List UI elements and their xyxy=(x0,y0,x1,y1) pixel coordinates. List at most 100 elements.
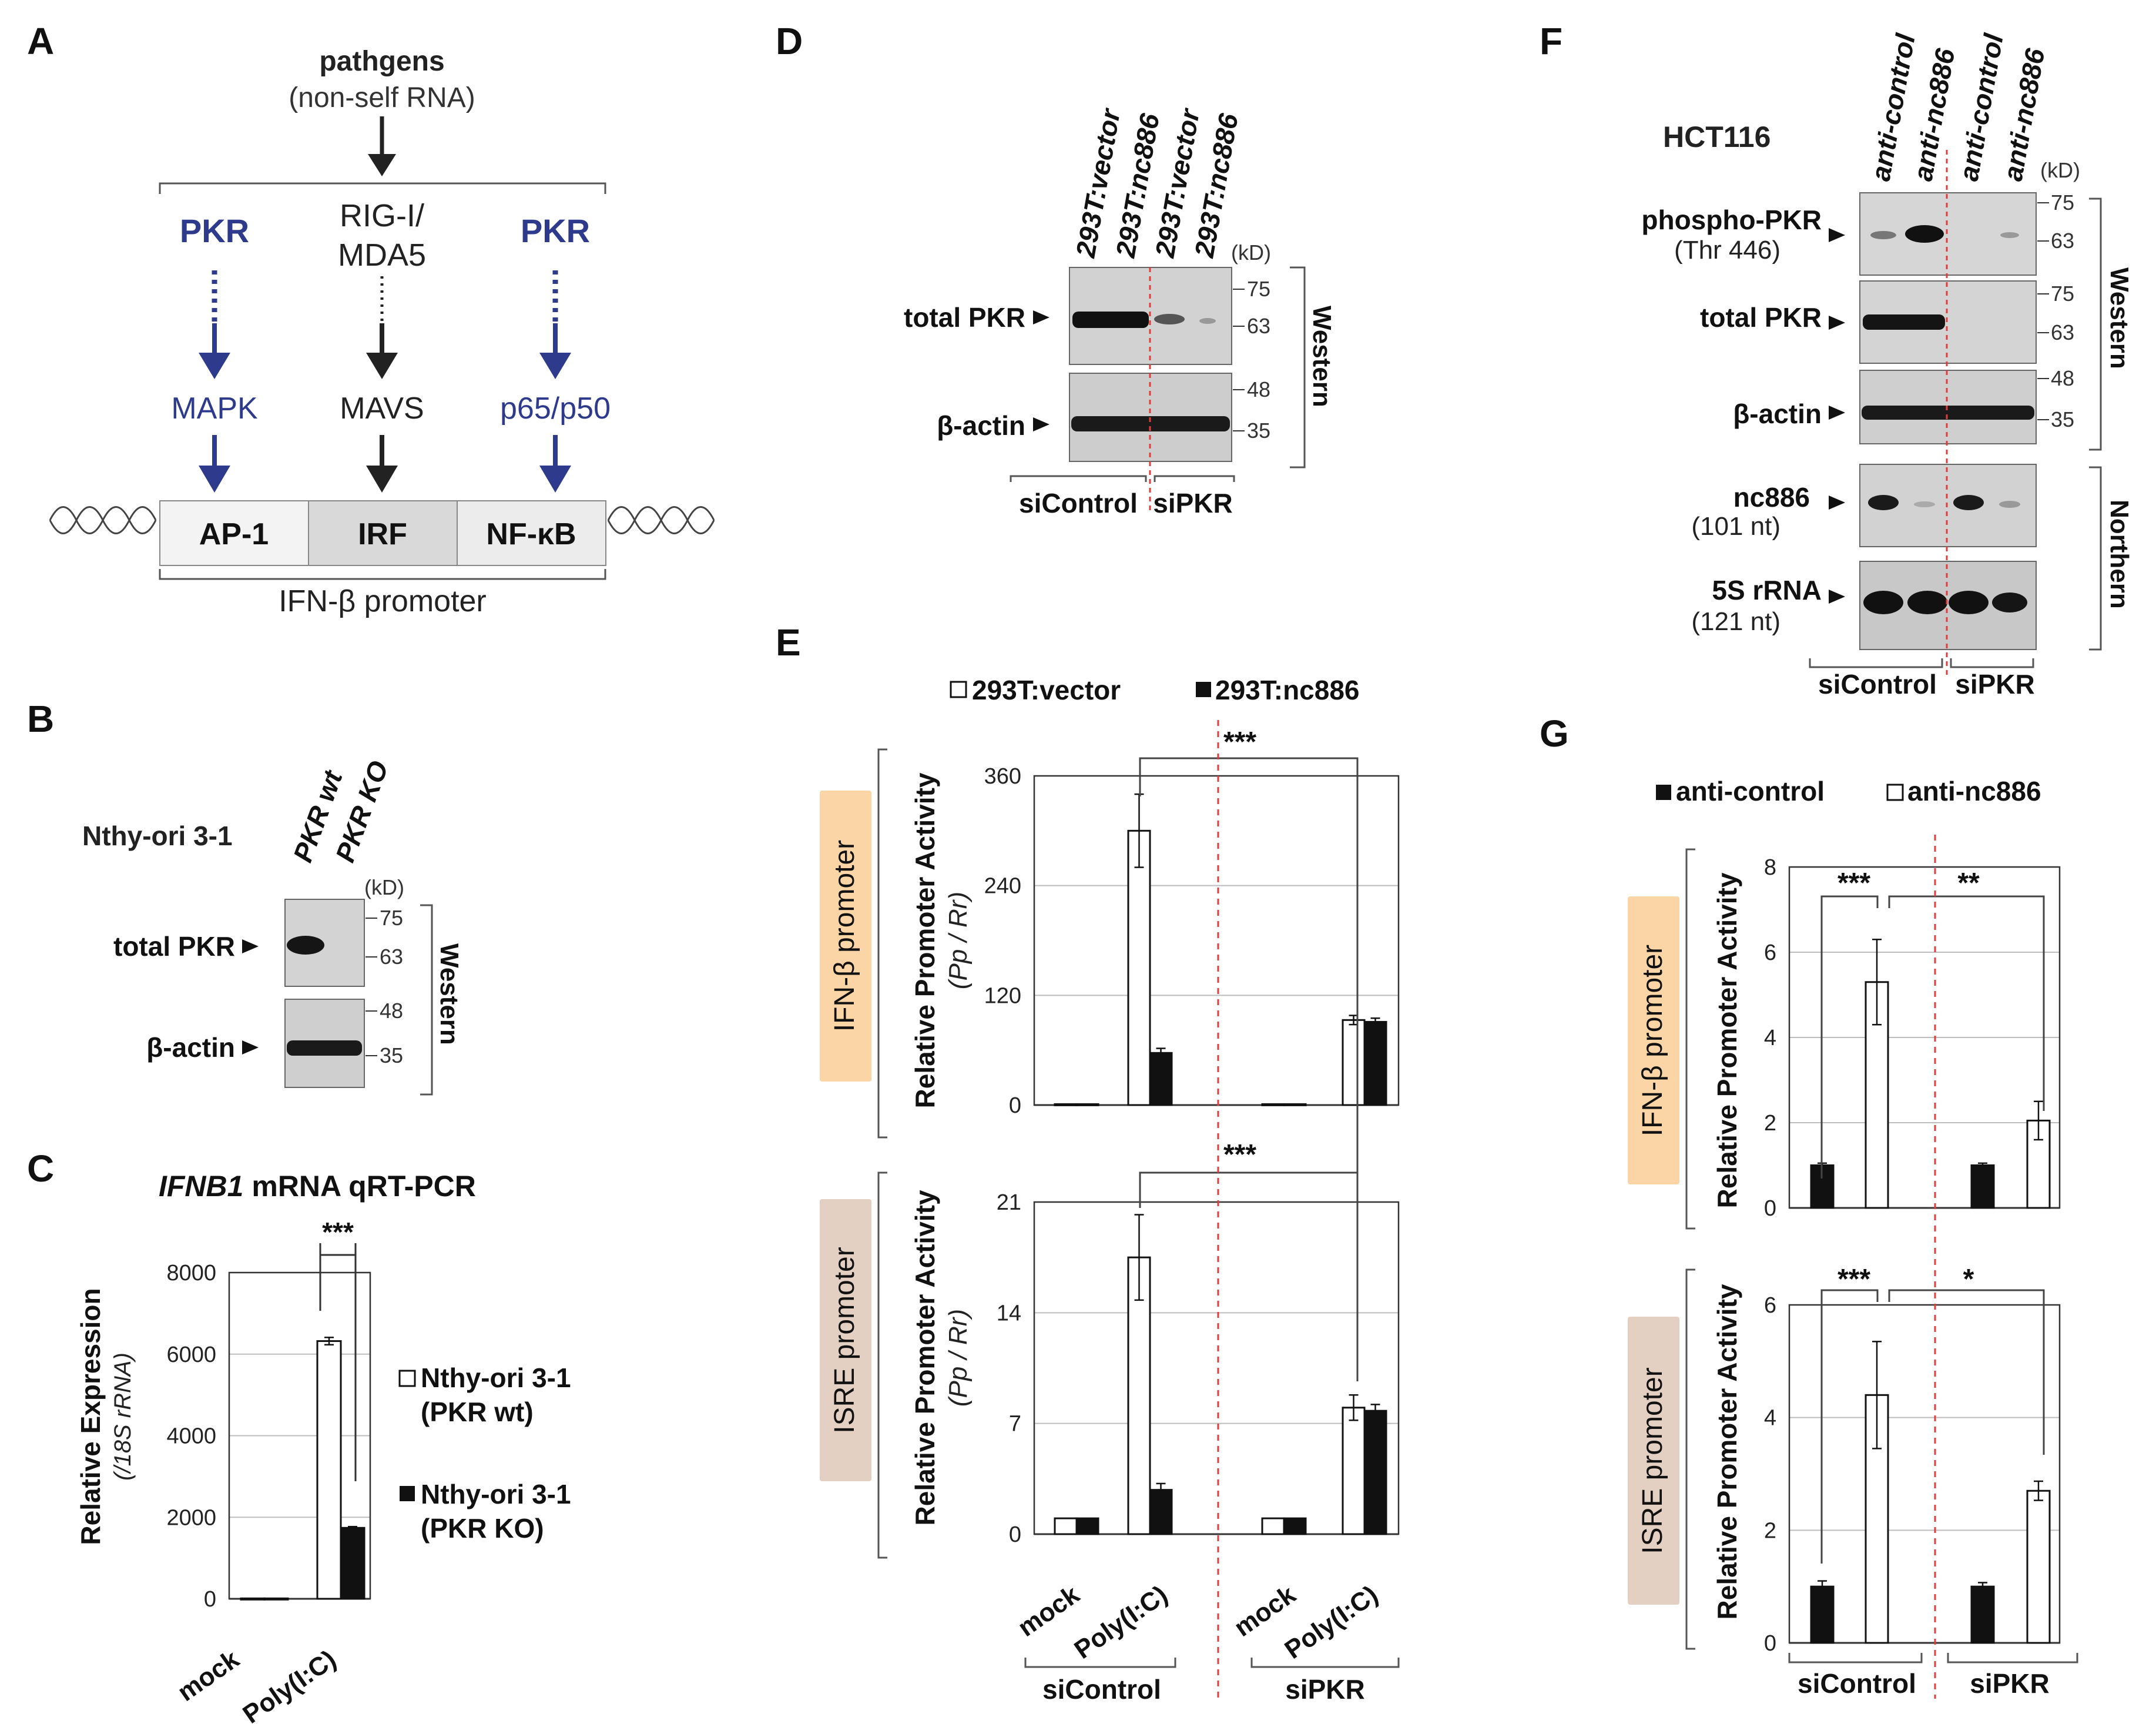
pathogens-label: pathgens xyxy=(319,46,444,77)
error-bar xyxy=(1134,1214,1144,1301)
d-band-pkr-1 xyxy=(1072,312,1149,328)
bar xyxy=(1261,1517,1285,1535)
e-bottom-ylabel: Relative Promoter Activity xyxy=(910,1190,940,1525)
e-x-mock-1: mock xyxy=(1012,1580,1085,1642)
panel-c-chart: IFNB1 mRNA qRT-PCR Relative Expression (… xyxy=(75,1170,571,1724)
e-top-sig-bracket xyxy=(1139,757,1359,1246)
error-bar xyxy=(1818,1580,1827,1593)
error-bar xyxy=(1156,1482,1166,1497)
plot-frame xyxy=(1788,866,2061,1209)
top-arrow xyxy=(368,116,396,176)
g-sicontrol-bracket xyxy=(1788,1653,1923,1663)
panel-e-charts: 293T:vector 293T:nc886 IFN-β promoter IS… xyxy=(820,675,1400,1705)
y-tick-label: 0 xyxy=(1009,1522,1021,1547)
f-western-bracket xyxy=(2089,197,2102,451)
bar xyxy=(2026,1489,2051,1644)
arrow-p65-to-nfkb xyxy=(539,435,571,493)
f-phospho-label-2: (Thr 446) xyxy=(1674,236,1781,265)
panel-f-western-northern: HCT116 anti-control anti-nc886 anti-cont… xyxy=(1641,31,2134,699)
c-legend-wt-2: (PKR wt) xyxy=(421,1397,534,1427)
e-legend-vector: 293T:vector xyxy=(972,675,1121,705)
b-pointer-actin-icon xyxy=(242,1040,259,1055)
f-band-phospho-2 xyxy=(1905,225,1944,243)
panel-letter-b: B xyxy=(27,698,54,740)
bar xyxy=(1342,1407,1366,1535)
d-marker-35: 35 xyxy=(1247,419,1270,443)
b-marker-35: 35 xyxy=(380,1043,403,1067)
rig-label-1: RIG-I/ xyxy=(340,198,424,233)
error-bar xyxy=(1349,1394,1359,1421)
b-band-pkr xyxy=(287,936,324,955)
panel-d-western: 293T:vector 293T:nc886 293T:vector 293T:… xyxy=(904,106,1336,518)
f-pointer-nc886-icon xyxy=(1829,496,1845,510)
error-bar xyxy=(1370,1017,1380,1026)
d-pointer-actin-icon xyxy=(1033,417,1050,431)
error-bar xyxy=(1978,1162,1987,1169)
f-band-5s-3 xyxy=(1949,591,1989,614)
bar xyxy=(240,1597,266,1601)
f-band-nc886-2 xyxy=(1914,501,1935,507)
bar xyxy=(316,1340,342,1600)
plot-frame xyxy=(228,1271,371,1600)
bar xyxy=(340,1527,366,1600)
b-band-actin xyxy=(287,1040,362,1056)
f-band-phospho-1 xyxy=(1870,231,1896,239)
d-pointer-pkr-icon xyxy=(1033,310,1050,324)
nonself-label: (non-self RNA) xyxy=(289,82,475,113)
e-sipkr-bracket xyxy=(1250,1658,1400,1668)
mapk-label: MAPK xyxy=(171,391,258,426)
d-sipkr-bracket xyxy=(1154,475,1235,482)
e-bottom-bracket xyxy=(877,1171,887,1559)
y-tick-label: 2 xyxy=(1764,1518,1776,1543)
y-tick-label: 4 xyxy=(1764,1026,1776,1050)
dna-right-icon xyxy=(607,506,715,534)
f-band-phospho-4 xyxy=(2000,232,2019,238)
g-bottom-stars-right: * xyxy=(1963,1264,1974,1295)
f-marker-48: 48 xyxy=(2051,366,2074,390)
y-tick-label: 14 xyxy=(997,1301,1021,1325)
g-top-bracket xyxy=(1685,848,1695,1230)
e-top-bracket xyxy=(877,748,887,1139)
g-legend-control-swatch xyxy=(1656,785,1671,800)
arrow-mapk-to-ap1 xyxy=(199,435,230,493)
g-sicontrol-label: siControl xyxy=(1798,1668,1916,1699)
arrow-pkr-to-p65 xyxy=(539,270,571,379)
f-band-total-pkr xyxy=(1863,314,1945,330)
c-legend-ko-1: Nthy-ori 3-1 xyxy=(421,1479,571,1509)
error-bar xyxy=(1978,1582,1987,1592)
y-tick-label: 120 xyxy=(984,983,1021,1008)
e-top-ylabel: Relative Promoter Activity xyxy=(910,772,940,1108)
g-bottom-bracket xyxy=(1685,1268,1695,1650)
f-cell-label: HCT116 xyxy=(1663,120,1771,153)
c-title-gene: IFNB1 xyxy=(159,1170,243,1203)
e-bottom-promoter-label: ISRE promoter xyxy=(829,1247,860,1433)
f-phospho-label-1: phospho-PKR xyxy=(1641,205,1822,235)
f-nc886-label-1: nc886 xyxy=(1733,482,1810,513)
y-tick-label: 240 xyxy=(984,874,1021,899)
b-cell-label: Nthy-ori 3-1 xyxy=(82,821,233,851)
pkr-right-label: PKR xyxy=(521,212,590,249)
plot-frame xyxy=(1788,1304,2061,1644)
e-bottom-stars: *** xyxy=(1223,1139,1256,1170)
error-bar xyxy=(1872,1341,1882,1450)
bar xyxy=(1363,1410,1387,1535)
e-bottom-ylabel-sub: (Pp / Rr) xyxy=(944,1309,973,1407)
y-tick-label: 0 xyxy=(1764,1631,1776,1656)
panel-g-charts: anti-control anti-nc886 IFN-β promoter I… xyxy=(1628,776,2078,1699)
c-legend-ko-2: (PKR KO) xyxy=(421,1513,544,1544)
g-bottom-sig-right xyxy=(1888,1289,2045,1455)
bar xyxy=(1970,1164,1995,1209)
e-legend-vector-swatch xyxy=(950,681,967,698)
g-top-stars-left: *** xyxy=(1838,868,1870,899)
e-sipkr-label: siPKR xyxy=(1285,1674,1364,1705)
d-band-pkr-4 xyxy=(1199,318,1216,324)
mavs-label: MAVS xyxy=(340,391,424,426)
d-total-pkr-label: total PKR xyxy=(904,302,1025,333)
panel-letter-a: A xyxy=(27,20,54,62)
y-tick-label: 360 xyxy=(984,764,1021,789)
rig-label-2: MDA5 xyxy=(338,237,426,273)
error-bar xyxy=(2034,1480,2043,1501)
